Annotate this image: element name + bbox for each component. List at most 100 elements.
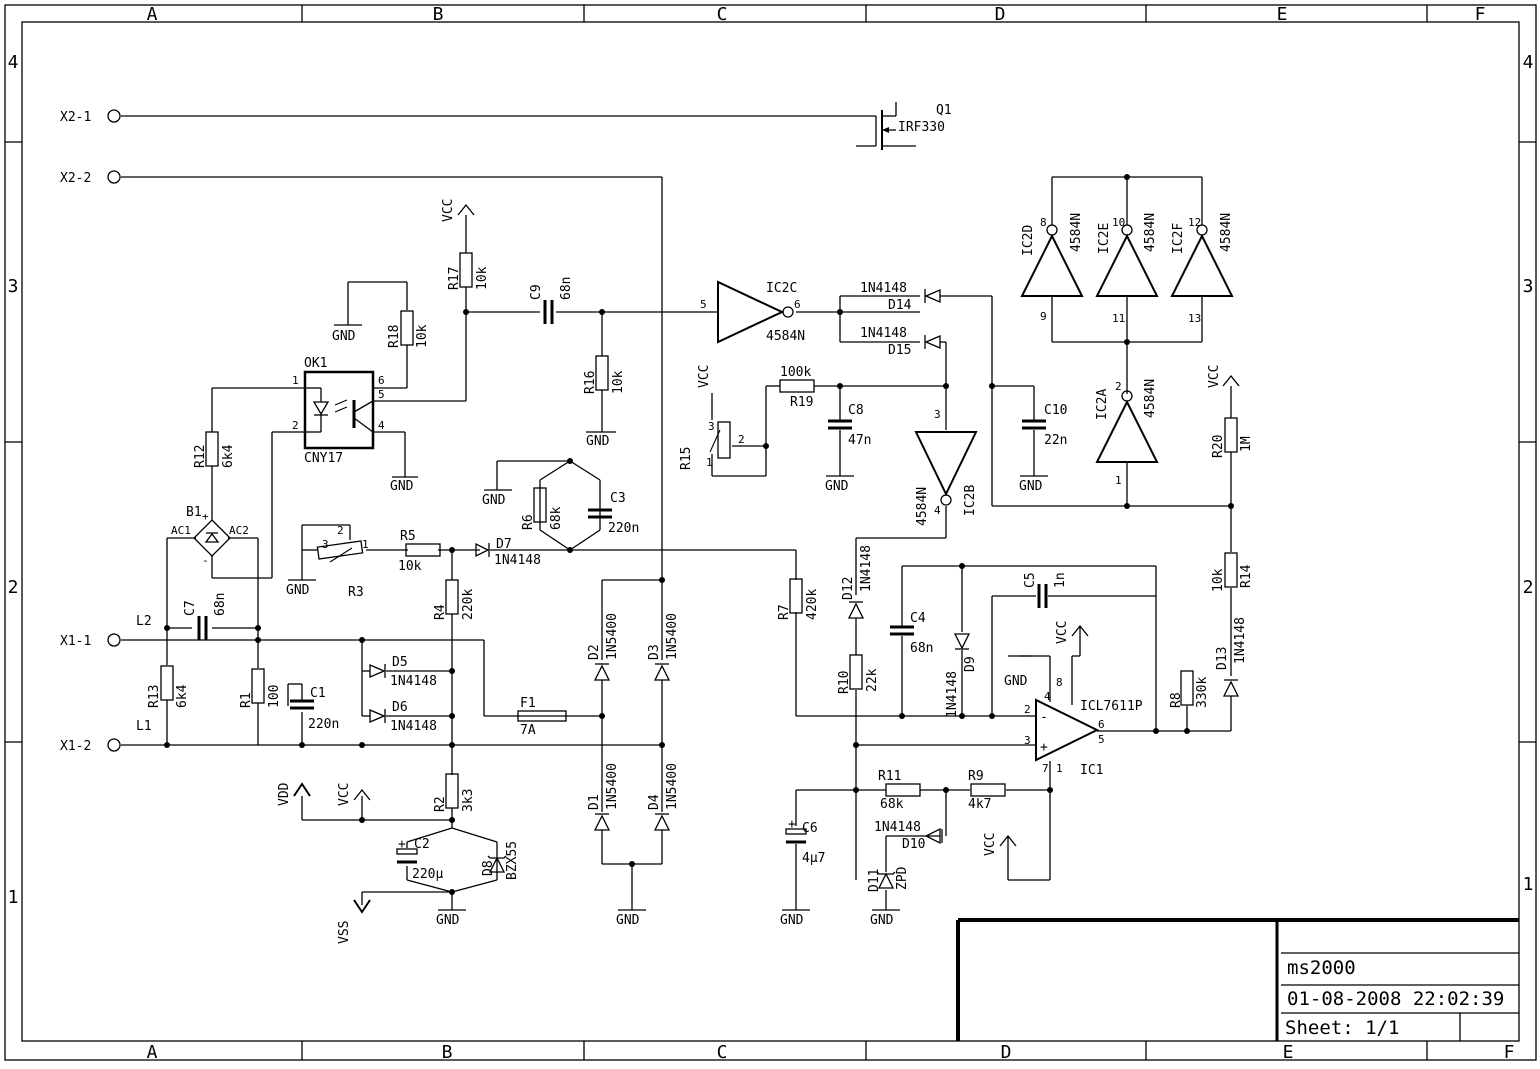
resistor-r16: R16 10k	[583, 355, 626, 394]
svg-text:AC1: AC1	[171, 524, 191, 537]
grid-row-3-right: 3	[1523, 276, 1534, 297]
svg-text:GND: GND	[825, 479, 849, 494]
fuse-f1: F1 7A	[517, 696, 567, 738]
svg-text:4k7: 4k7	[968, 797, 991, 812]
svg-text:C5: C5	[1023, 572, 1038, 588]
svg-text:ZPD: ZPD	[895, 866, 910, 890]
svg-text:420k: 420k	[805, 589, 820, 620]
svg-text:68k: 68k	[880, 797, 904, 812]
svg-text:R13: R13	[147, 685, 162, 708]
diode-d9: D9 1N4148	[945, 633, 978, 718]
svg-text:10k: 10k	[398, 559, 422, 574]
svg-text:3: 3	[1024, 734, 1031, 747]
grid-row-1-left: 1	[8, 887, 19, 908]
svg-text:R12: R12	[193, 445, 208, 468]
svg-text:3k3: 3k3	[461, 789, 476, 812]
grid-col-b-bottom: B	[442, 1042, 453, 1063]
gnd-labels: GND GND GND GND GND GND GND GND GND GND …	[286, 329, 1043, 928]
svg-text:R3: R3	[348, 585, 364, 600]
title-block: ms2000 01-08-2008 22:02:39 Sheet: 1/1	[956, 918, 1519, 1041]
diode-d6: D6 1N4148	[369, 700, 437, 734]
svg-text:100: 100	[267, 685, 282, 708]
svg-text:220n: 220n	[308, 717, 339, 732]
resistor-r19: 100k R19	[779, 365, 815, 410]
svg-text:1N4148: 1N4148	[874, 820, 921, 835]
svg-text:4: 4	[378, 419, 385, 432]
svg-text:+: +	[202, 510, 209, 523]
svg-text:1N4148: 1N4148	[390, 719, 437, 734]
svg-text:GND: GND	[390, 479, 414, 494]
svg-text:10k: 10k	[415, 324, 430, 348]
resistor-r8: R8 330k	[1169, 670, 1210, 708]
inverter-ic2d: IC2D 4584N 8 9	[1020, 213, 1084, 323]
svg-text:68n: 68n	[213, 593, 228, 616]
svg-text:VCC: VCC	[337, 783, 352, 806]
svg-text:D12: D12	[841, 577, 856, 600]
svg-text:AC2: AC2	[229, 524, 249, 537]
svg-text:D7: D7	[496, 537, 512, 552]
svg-text:68n: 68n	[910, 641, 933, 656]
diode-d13: D13 1N4148	[1215, 617, 1248, 697]
grid-col-b-top: B	[433, 4, 444, 25]
label-l2: L2	[136, 614, 152, 629]
bridge-rectifier-b1: B1 + - AC1 AC2	[171, 505, 249, 567]
grid-row-4-left: 4	[8, 52, 19, 73]
svg-text:8: 8	[1040, 216, 1047, 229]
gnd-symbols	[288, 324, 1048, 911]
resistor-r12: R12 6k4	[193, 431, 236, 468]
diode-d15: 1N4148 D15	[860, 326, 941, 358]
connector-x1-2: X1-2	[60, 738, 121, 754]
svg-text:R15: R15	[679, 447, 694, 470]
svg-text:11: 11	[1112, 312, 1125, 325]
svg-text:1: 1	[362, 538, 369, 551]
svg-text:R9: R9	[968, 769, 984, 784]
svg-text:D9: D9	[963, 656, 978, 672]
resistor-r4: R4 220k	[433, 579, 476, 620]
potentiometer-r15: 3 2 1 R15	[679, 420, 745, 470]
resistor-r20: R20 1M	[1211, 417, 1254, 458]
svg-text:10: 10	[1112, 216, 1125, 229]
svg-text:47n: 47n	[848, 433, 871, 448]
svg-text:10k: 10k	[1211, 568, 1226, 592]
svg-text:6: 6	[794, 298, 801, 311]
inverter-ic2e: IC2E 4584N 10 11	[1095, 213, 1159, 325]
svg-text:5: 5	[1098, 733, 1105, 746]
title-block-name: ms2000	[1287, 957, 1356, 979]
svg-text:+: +	[398, 837, 406, 852]
svg-text:OK1: OK1	[304, 356, 327, 371]
grid-col-c-top: C	[717, 4, 728, 25]
grid-col-d-top: D	[995, 4, 1006, 25]
svg-text:2: 2	[337, 524, 344, 537]
mosfet-q1: Q1 IRF330	[875, 102, 952, 150]
inverter-ic2f: IC2F 4584N 12 13	[1170, 213, 1234, 325]
grid-labels: A B C D E F A B C D E F 4 3 2 1 4 3 2 1	[8, 4, 1534, 1063]
resistor-r13: R13 6k4	[147, 665, 190, 708]
svg-text:220n: 220n	[608, 521, 639, 536]
svg-text:F1: F1	[520, 696, 536, 711]
resistor-r14: 10k R14	[1211, 552, 1254, 592]
svg-text:IC2B: IC2B	[963, 485, 978, 516]
svg-text:2: 2	[1115, 380, 1122, 393]
svg-text:8: 8	[1056, 676, 1063, 689]
diode-d14: 1N4148 D14	[860, 281, 941, 313]
svg-text:R1: R1	[239, 692, 254, 708]
svg-text:-: -	[202, 554, 209, 567]
svg-text:D14: D14	[888, 298, 912, 313]
diode-d2: D2 1N5400	[587, 613, 620, 681]
svg-text:GND: GND	[616, 913, 640, 928]
diode-d4: D4 1N5400	[647, 763, 680, 831]
grid-row-1-right: 1	[1523, 874, 1534, 895]
capacitor-c2: + C2 220µ	[396, 837, 443, 882]
svg-text:1N4148: 1N4148	[859, 545, 874, 592]
svg-text:6: 6	[378, 374, 385, 387]
svg-text:3: 3	[322, 538, 329, 551]
svg-text:D13: D13	[1215, 647, 1230, 670]
svg-text:4: 4	[1044, 690, 1051, 703]
svg-text:4584N: 4584N	[1143, 213, 1158, 252]
svg-text:+: +	[788, 817, 796, 832]
svg-text:R18: R18	[387, 325, 402, 348]
svg-text:D15: D15	[888, 343, 911, 358]
capacitor-c1: C1 220n	[290, 686, 339, 732]
